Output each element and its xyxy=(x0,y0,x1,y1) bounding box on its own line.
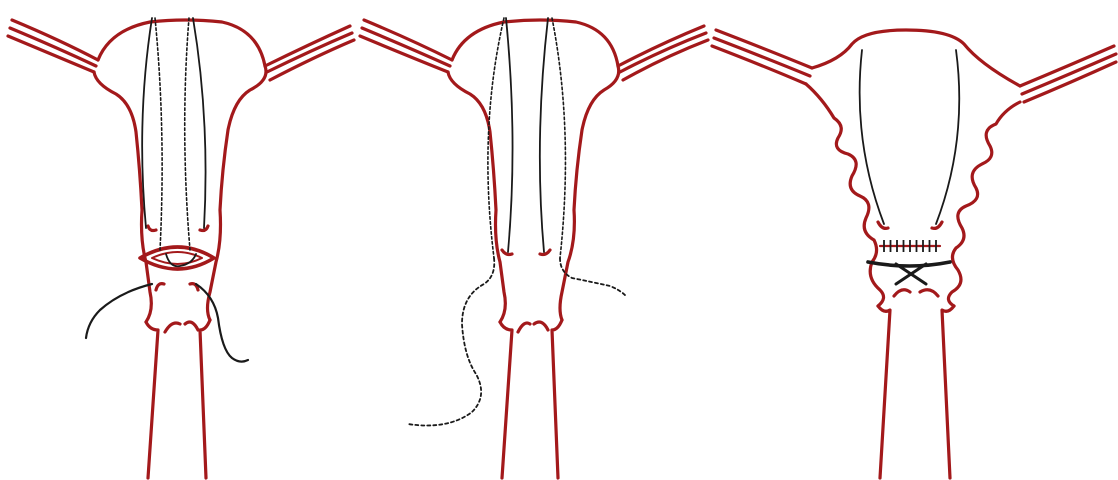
panel-1 xyxy=(8,18,354,478)
panel-3-uterus-right-side xyxy=(948,102,1020,306)
panel-3-inner-notch-left xyxy=(894,290,910,296)
panel-2-cervix-left xyxy=(500,322,512,478)
panel-3-stitch-line xyxy=(880,240,940,252)
panel-2-inner-notch-right xyxy=(534,322,548,330)
panel-1-cervix-right xyxy=(200,320,210,478)
panel-2-thread-left xyxy=(408,258,494,426)
panel-1-uterus-outline xyxy=(98,20,266,320)
panel-3-tie-band xyxy=(868,262,950,266)
panel-1-hook-lower-left xyxy=(156,284,164,290)
panel-2-hook-left xyxy=(502,250,512,255)
panel-1-left-tube xyxy=(8,20,98,72)
panel-1-suture-solid-left xyxy=(142,18,152,228)
panel-2-uterus-outline xyxy=(452,20,619,320)
panel-2 xyxy=(360,18,708,478)
panel-2-uterus-outline-left xyxy=(448,72,505,322)
panel-2-thread-right xyxy=(560,258,626,296)
panel-1-inner-notch-left xyxy=(165,323,180,332)
panel-3-suture-right xyxy=(936,50,959,224)
panel-2-suture-dotted-outer-right xyxy=(552,18,565,258)
panel-1-cervix-left xyxy=(146,322,158,478)
panel-1-thread-left xyxy=(86,284,152,338)
panel-2-left-tube xyxy=(360,20,452,72)
panel-3 xyxy=(712,30,1116,478)
panel-3-cervix-right xyxy=(942,306,954,478)
panel-1-thread-right xyxy=(196,284,248,362)
panel-1-hook-left xyxy=(148,226,156,231)
panel-1-incision xyxy=(140,247,214,269)
panel-2-cervix-right xyxy=(552,320,562,478)
panel-1-suture-dotted-right xyxy=(185,18,190,250)
panel-2-suture-solid-inner-right xyxy=(540,18,548,252)
panel-3-cervix-left xyxy=(878,306,890,478)
panel-1-right-tube xyxy=(265,26,354,80)
panel-1-suture-dotted-left xyxy=(155,18,162,250)
panel-1-suture-solid-right xyxy=(193,18,206,228)
panel-3-uterus-top xyxy=(812,30,1020,86)
panel-3-inner-notch-right xyxy=(920,290,938,296)
panel-2-right-tube xyxy=(618,26,708,80)
panel-3-left-tube xyxy=(712,30,812,84)
panel-3-right-tube xyxy=(1020,46,1116,102)
panel-2-hook-right xyxy=(540,250,550,255)
panel-2-suture-solid-inner-left xyxy=(506,18,513,252)
panel-2-inner-notch-left xyxy=(518,323,530,332)
panel-3-uterus-left-side xyxy=(806,84,884,306)
panel-1-inner-notch-right xyxy=(185,322,198,330)
